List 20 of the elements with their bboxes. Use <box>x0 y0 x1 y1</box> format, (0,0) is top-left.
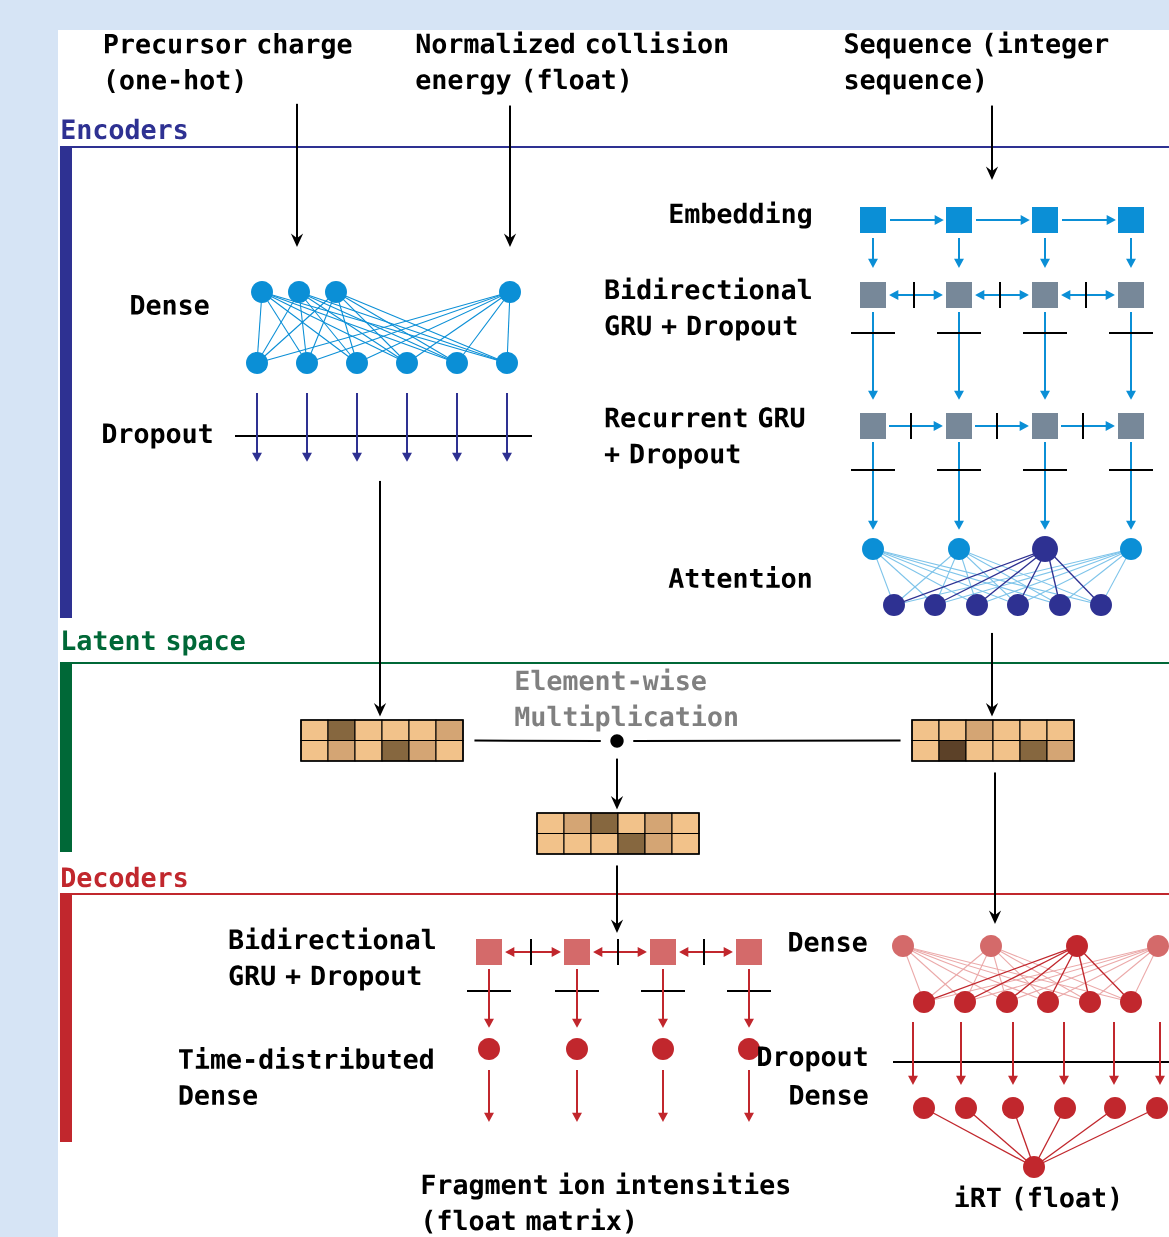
section-heading: Decoders <box>62 866 187 888</box>
connector-line <box>632 739 902 742</box>
layer-label: Attention <box>668 565 811 589</box>
output-label: Fragment ion intensities (float matrix) <box>422 1172 790 1234</box>
layer-label: Dense <box>789 932 867 952</box>
layer-label: Dense <box>790 1085 868 1105</box>
neural-network-drawing <box>850 207 1154 616</box>
vector-grid <box>536 812 700 855</box>
layer-label: Dropout <box>758 1046 867 1072</box>
input-label: Normalized collision energy (float) <box>416 31 728 95</box>
input-label: Precursor charge (one-hot) <box>105 33 352 93</box>
vector-grid <box>911 719 1075 762</box>
connector-line <box>473 739 602 742</box>
layer-label: Time-distributed Dense <box>179 1046 433 1106</box>
section-heading: Encoders <box>62 118 187 140</box>
layer-label: Recurrent GRU + Dropout <box>604 407 805 469</box>
vector-grid <box>300 719 464 762</box>
input-label: Sequence (integer sequence) <box>845 31 1109 95</box>
layer-label: Bidirectional GRU + Dropout <box>605 277 811 341</box>
neural-network-drawing <box>892 935 1169 1178</box>
